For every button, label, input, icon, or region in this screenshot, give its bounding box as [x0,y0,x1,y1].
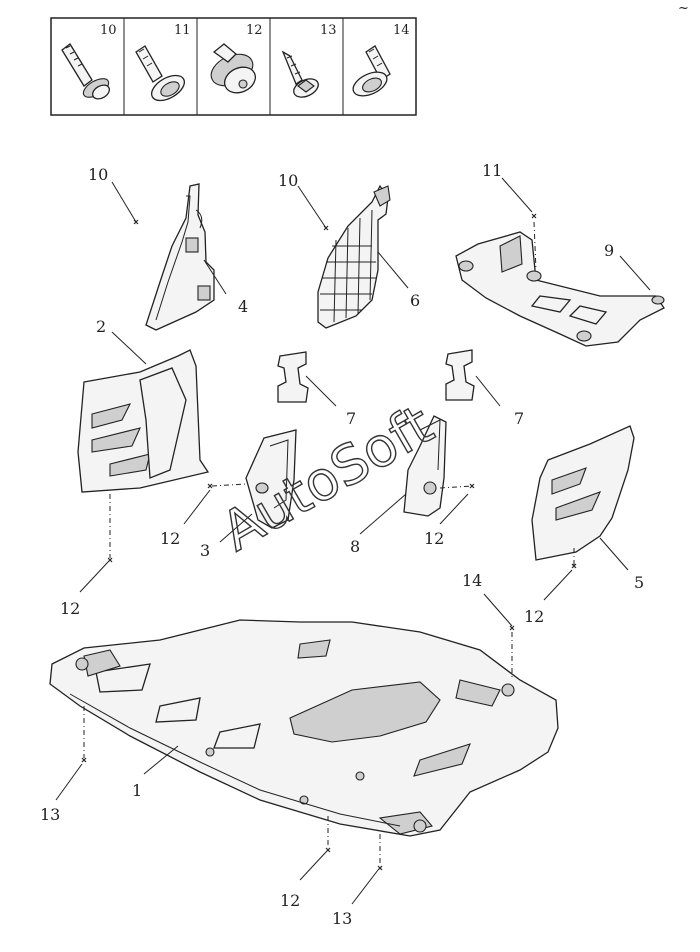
part-clip-7-left [277,351,309,403]
callout-5: 5 [634,573,644,592]
bolt-washer-icon [352,45,391,97]
legend-number: 12 [246,23,263,38]
part-main-undertray-1 [49,619,559,837]
callout-9: 9 [604,241,614,260]
part-mesh-panel-6 [317,184,391,329]
part-side-shield-2 [77,349,210,493]
self-tapping-screw-icon [281,50,319,98]
part-side-shield-5 [531,425,635,561]
callout-4: 4 [238,297,248,316]
legend-number: 11 [174,23,191,38]
callout-14: 14 [462,571,482,590]
plastic-clip-icon [210,43,257,94]
callout-7: 7 [514,409,524,428]
callout-7: 7 [346,409,356,428]
fastener-legend: 10 11 12 13 14 [50,17,417,116]
callout-labels: 10 4 10 6 11 9 2 7 7 12 3 8 12 5 12 14 1… [40,161,644,928]
callout-3: 3 [200,541,210,560]
callout-12: 12 [524,607,544,626]
callout-8: 8 [350,537,360,556]
corner-mark: ~ [678,1,689,16]
legend-number: 14 [393,23,410,38]
part-bracket-8 [403,415,447,517]
callout-1: 1 [132,781,142,800]
legend-number: 13 [320,23,337,38]
callout-12: 12 [424,529,444,548]
bolt-flange-icon [61,43,111,100]
callout-6: 6 [410,291,420,310]
callout-13: 13 [332,909,352,928]
callout-10: 10 [88,165,108,184]
callout-11: 11 [482,161,502,180]
leader-lines [55,177,651,905]
callout-12: 12 [60,599,80,618]
callout-2: 2 [96,317,106,336]
legend-number: 10 [100,23,117,38]
part-plate-9 [455,231,665,347]
callout-10: 10 [278,171,298,190]
part-bracket-4 [145,183,215,331]
callout-12: 12 [280,891,300,910]
callout-12: 12 [160,529,180,548]
part-clip-7-right [445,349,475,401]
part-bracket-3 [245,429,297,529]
fastener-markers [81,213,577,871]
bolt-washer-icon [135,45,186,102]
callout-13: 13 [40,805,60,824]
